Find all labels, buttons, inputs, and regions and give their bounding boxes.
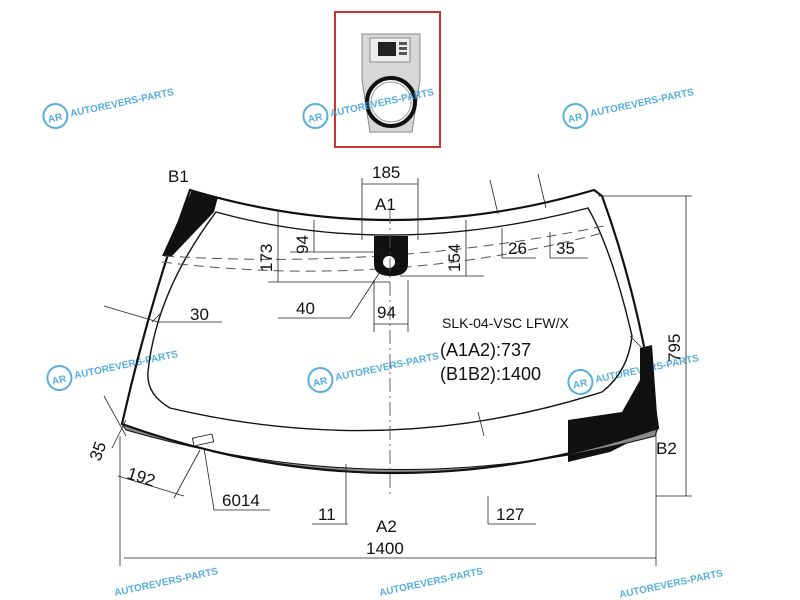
dim-11: 11 bbox=[318, 505, 336, 524]
glass-outer-edge bbox=[120, 188, 660, 475]
dim-35-right: 35 bbox=[556, 239, 575, 258]
svg-text:AUTOREVERS-PARTS: AUTOREVERS-PARTS bbox=[113, 566, 219, 599]
point-a2-label: A2 bbox=[376, 517, 397, 536]
dim-30: 30 bbox=[190, 305, 209, 324]
sensor-chip bbox=[378, 42, 396, 56]
dim-1400: 1400 bbox=[366, 539, 404, 558]
point-b1-label: B1 bbox=[168, 167, 189, 186]
label-sticker bbox=[191, 433, 215, 447]
svg-text:AR: AR bbox=[307, 112, 324, 126]
svg-text:AUTOREVERS-PARTS: AUTOREVERS-PARTS bbox=[334, 351, 440, 384]
sensor-mount bbox=[374, 236, 408, 276]
sensor-thumbnail bbox=[334, 11, 441, 148]
svg-text:AR: AR bbox=[572, 378, 589, 392]
frit-right-bottom bbox=[568, 345, 658, 462]
dim-795: 795 bbox=[665, 334, 684, 362]
dim-173: 173 bbox=[257, 244, 276, 272]
dimension-labels: 185 A1 B1 173 94 154 26 35 30 40 94 SLK-… bbox=[86, 163, 684, 558]
dim-192: 192 bbox=[125, 464, 158, 491]
dim-26: 26 bbox=[508, 239, 527, 258]
dim-94-top: 94 bbox=[293, 235, 312, 254]
svg-text:AUTOREVERS-PARTS: AUTOREVERS-PARTS bbox=[69, 87, 175, 120]
watermark-logo: AR AUTOREVERS-PARTS bbox=[42, 87, 175, 130]
svg-text:AUTOREVERS-PARTS: AUTOREVERS-PARTS bbox=[378, 566, 484, 599]
glass bbox=[120, 188, 660, 498]
point-a1-label: A1 bbox=[375, 195, 396, 214]
frit-left-top bbox=[162, 190, 218, 256]
svg-text:AUTOREVERS-PARTS: AUTOREVERS-PARTS bbox=[618, 568, 724, 600]
dim-127: 127 bbox=[496, 505, 524, 524]
glass-inner-edge bbox=[147, 207, 633, 432]
svg-text:AR: AR bbox=[567, 112, 584, 126]
dim-35-left: 35 bbox=[86, 439, 110, 463]
point-b2-label: B2 bbox=[656, 439, 677, 458]
sensor-hole bbox=[383, 256, 395, 268]
dim-185: 185 bbox=[372, 163, 400, 182]
dimension-lines bbox=[103, 173, 692, 566]
svg-text:AUTOREVERS-PARTS: AUTOREVERS-PARTS bbox=[589, 87, 695, 120]
svg-text:AR: AR bbox=[51, 374, 68, 388]
dim-154: 154 bbox=[445, 244, 464, 272]
svg-text:AUTOREVERS-PARTS: AUTOREVERS-PARTS bbox=[73, 349, 179, 382]
a1a2-distance: (A1A2):737 bbox=[440, 340, 531, 360]
b1b2-distance: (B1B2):1400 bbox=[440, 364, 541, 384]
svg-text:AR: AR bbox=[47, 112, 64, 126]
dim-6014: 6014 bbox=[222, 491, 260, 510]
svg-text:AR: AR bbox=[312, 376, 329, 390]
dim-40: 40 bbox=[296, 299, 315, 318]
part-code: SLK-04-VSC LFW/X bbox=[442, 315, 569, 331]
dim-94-bottom: 94 bbox=[377, 303, 396, 322]
